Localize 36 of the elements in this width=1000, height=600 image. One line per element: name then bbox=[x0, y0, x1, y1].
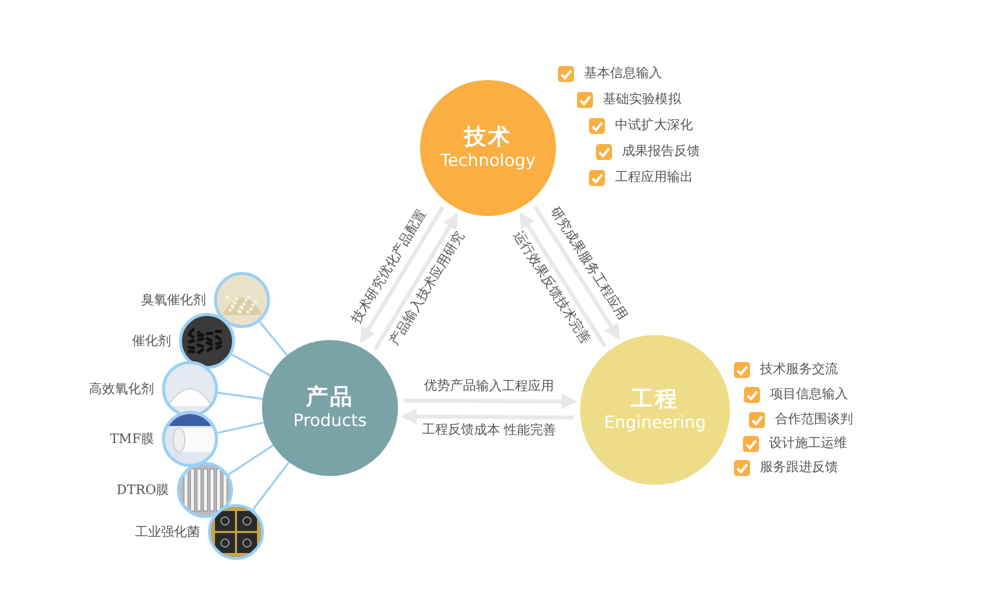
connector-line bbox=[218, 392, 263, 400]
checklist-item: 工程应用输出 bbox=[615, 170, 693, 186]
checklist-item: 基本信息输入 bbox=[584, 66, 662, 82]
connector-line bbox=[252, 462, 290, 510]
checklist-item: 合作范围谈判 bbox=[775, 412, 853, 428]
edge-label: 优势产品输入工程应用 bbox=[423, 379, 556, 395]
edge-label: 工程反馈成本 性能完善 bbox=[420, 423, 557, 439]
checklist-item: 项目信息输入 bbox=[770, 387, 848, 403]
connector-line bbox=[258, 321, 288, 356]
arrow bbox=[519, 212, 606, 348]
node-subtitle: Technology bbox=[440, 151, 536, 172]
connector-line bbox=[217, 422, 264, 434]
connector-line bbox=[231, 354, 271, 376]
node-title: 技术 bbox=[464, 124, 512, 151]
node-subtitle: Products bbox=[293, 411, 367, 432]
product-photo-drawing bbox=[179, 313, 235, 369]
checklist-item: 成果报告反馈 bbox=[622, 144, 700, 160]
product-label: 高效氧化剂 bbox=[89, 381, 154, 398]
product-label: 工业强化菌 bbox=[135, 524, 200, 541]
node-title: 产品 bbox=[306, 384, 354, 411]
checklist-item: 中试扩大深化 bbox=[615, 118, 693, 134]
product-label: 臭氧催化剂 bbox=[141, 292, 206, 309]
checklist-item: 技术服务交流 bbox=[760, 362, 838, 378]
arrow bbox=[360, 206, 444, 344]
checklist-item: 服务跟进反馈 bbox=[760, 460, 838, 476]
product-label: TMF膜 bbox=[110, 431, 154, 448]
checklist-item: 基础实验模拟 bbox=[603, 92, 681, 108]
product-label: DTRO膜 bbox=[116, 482, 169, 499]
connector-line bbox=[228, 444, 274, 476]
checklist-item: 设计施工运维 bbox=[769, 436, 847, 452]
product-photo-drawing bbox=[177, 462, 233, 518]
node-subtitle: Engineering bbox=[604, 413, 706, 434]
product-photo-drawing bbox=[162, 411, 218, 467]
node-title: 工程 bbox=[631, 386, 679, 413]
product-label: 催化剂 bbox=[132, 333, 171, 350]
arrow bbox=[374, 212, 458, 350]
